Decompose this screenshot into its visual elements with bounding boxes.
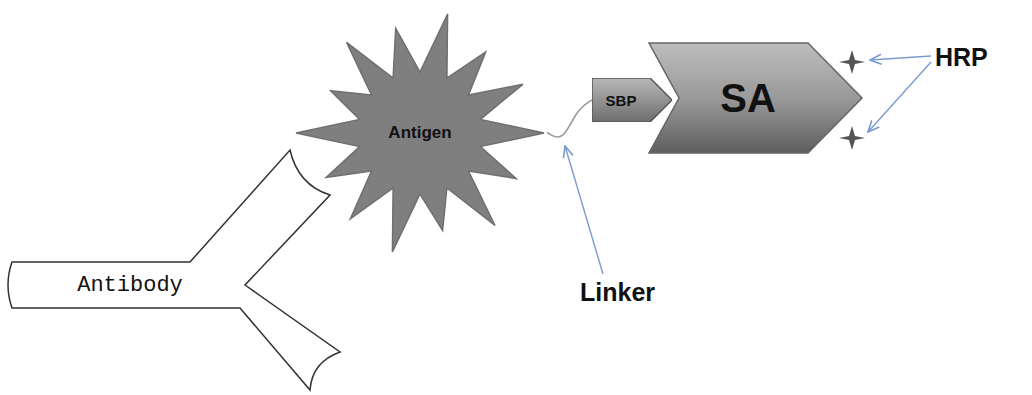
sbp-tag: SBP [592, 78, 672, 122]
node-label: SA [720, 76, 776, 121]
hrp-label: HRP [935, 43, 988, 72]
hrp-star [839, 50, 865, 74]
sa-chevron-path [649, 43, 862, 153]
antibody-shape-outline [0, 140, 345, 395]
node-text-box: Antigen [360, 117, 480, 149]
antigen-starburst-path [296, 14, 544, 252]
sa-chevron: SA [648, 42, 864, 154]
node-text-box: SBP [592, 78, 650, 122]
node-text-box: Antibody [30, 268, 230, 302]
hrp-star [839, 126, 865, 150]
antibody-shape-path [8, 150, 340, 390]
node-label: Antigen [388, 123, 451, 143]
linker-line [547, 100, 592, 137]
leader-line [565, 146, 603, 274]
leader-line [870, 56, 931, 60]
node-label: SBP [606, 92, 637, 109]
node-label: Antibody [77, 273, 183, 298]
linker-label: Linker [580, 278, 655, 307]
node-text-box: SA [688, 72, 808, 124]
sbp-tag-path [592, 78, 672, 122]
leader-line [868, 62, 931, 132]
antigen-starburst: Antigen [290, 5, 550, 260]
antibody-shape: Antibody [0, 140, 345, 395]
